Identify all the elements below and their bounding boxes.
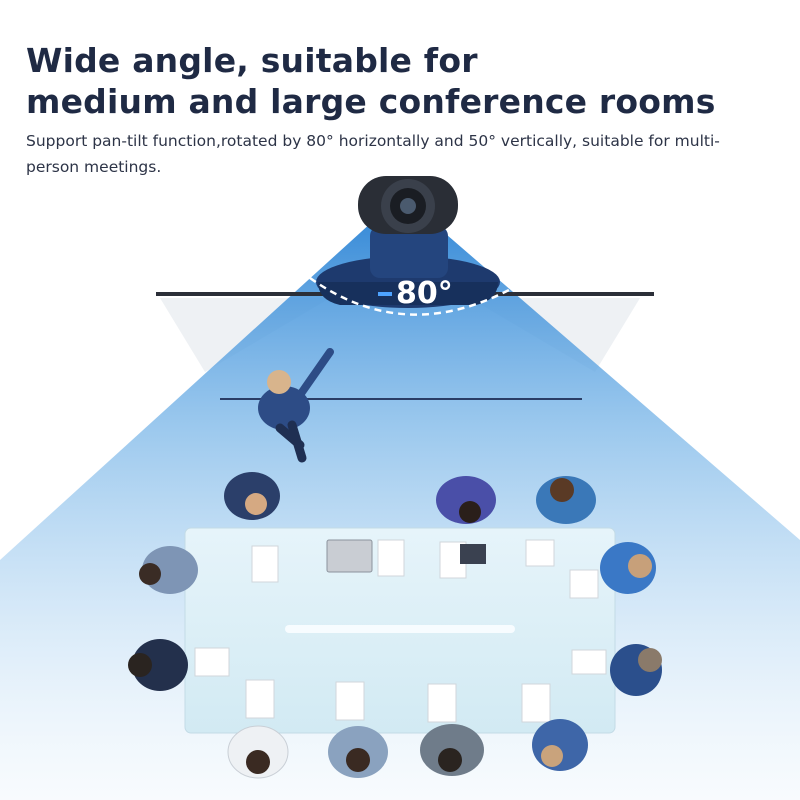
table-center-light	[285, 625, 515, 633]
attendee	[610, 644, 662, 696]
title-line-2: medium and large conference rooms	[26, 82, 716, 121]
paper-sheet	[525, 539, 555, 567]
attendee	[600, 542, 656, 594]
attendee	[536, 476, 596, 524]
rotation-angle-label: 80°	[396, 276, 453, 311]
attendee	[128, 639, 188, 691]
attendee	[532, 719, 588, 771]
attendee	[227, 725, 289, 779]
paper-sheet	[194, 647, 230, 677]
title-line-1: Wide angle, suitable for	[26, 41, 478, 80]
page-title: Wide angle, suitable for medium and larg…	[26, 40, 716, 122]
presenter-figure	[258, 348, 334, 463]
paper-sheet	[569, 569, 599, 599]
screen-bar	[220, 398, 582, 400]
description-text: Support pan-tilt function,rotated by 80°…	[26, 132, 720, 176]
attendees	[128, 472, 662, 779]
laptop	[326, 539, 373, 573]
paper-sheet	[521, 683, 551, 723]
attendee	[139, 546, 198, 594]
attendee	[436, 476, 496, 524]
pan-angle-arc	[309, 276, 521, 316]
attendee	[224, 472, 280, 520]
paper-sheet	[571, 649, 607, 675]
paper-sheet	[335, 681, 365, 721]
ptz-camera-icon	[316, 176, 500, 308]
attendee	[420, 724, 484, 776]
paper-sheet	[377, 539, 405, 577]
attendee	[328, 726, 388, 778]
tablet	[460, 544, 486, 564]
paper-sheet	[245, 679, 275, 719]
paper-sheet	[251, 545, 279, 583]
paper-sheet	[427, 683, 457, 723]
